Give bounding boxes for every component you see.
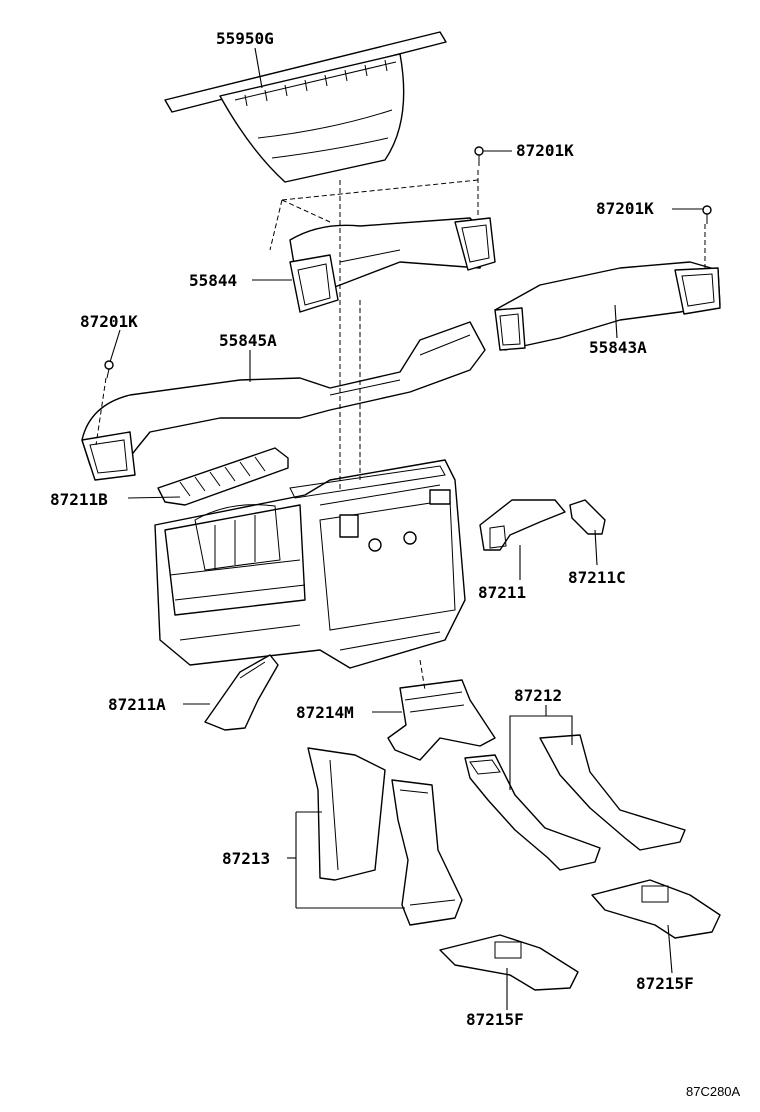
part-55843a-side-duct	[494, 261, 721, 351]
label-87212: 87212	[514, 686, 562, 705]
label-87201k-left: 87201K	[80, 312, 138, 331]
label-55950g: 55950G	[216, 29, 274, 48]
label-87215f-lower: 87215F	[466, 1010, 524, 1029]
part-87215f-outlet-right	[591, 879, 721, 939]
assembly-dashed-lines	[95, 170, 706, 691]
part-labels: 55950G 87201K 87201K 55844 87201K 55845A…	[50, 29, 741, 1099]
label-87211a: 87211A	[108, 695, 166, 714]
part-87211-duct	[479, 499, 566, 551]
part-87201k-clip-right	[702, 205, 712, 224]
part-87214m-duct	[387, 679, 496, 761]
label-55844: 55844	[189, 271, 237, 290]
part-87201k-clip-top	[474, 146, 484, 166]
label-87213: 87213	[222, 849, 270, 868]
reference-code: 87C280A	[686, 1084, 741, 1099]
part-87211c-duct	[569, 499, 606, 535]
label-87201k-right: 87201K	[596, 199, 654, 218]
part-87215f-outlet-lower	[439, 934, 579, 991]
part-87212-duct-right	[539, 734, 686, 851]
part-55845a-long-duct	[81, 321, 486, 481]
label-87214m: 87214M	[296, 703, 354, 722]
label-87211: 87211	[478, 583, 526, 602]
label-55845a: 55845A	[219, 331, 277, 350]
label-87211c: 87211C	[568, 568, 626, 587]
part-87213-duct-left	[307, 747, 386, 881]
label-87215f-right: 87215F	[636, 974, 694, 993]
part-87211b-vent-grille	[157, 447, 289, 506]
label-87201k-top: 87201K	[516, 141, 574, 160]
part-87211a-duct	[204, 654, 279, 731]
part-55844-center-duct	[289, 217, 496, 313]
part-87212-duct-left	[464, 754, 601, 871]
part-87201k-clip-left	[104, 360, 114, 379]
label-87211b: 87211B	[50, 490, 108, 509]
label-55843a: 55843A	[589, 338, 647, 357]
part-heater-ac-unit	[154, 459, 466, 669]
part-55950g-defroster-nozzle	[164, 31, 447, 183]
part-87213-duct-right	[391, 779, 463, 926]
leader-lines	[109, 47, 703, 1010]
